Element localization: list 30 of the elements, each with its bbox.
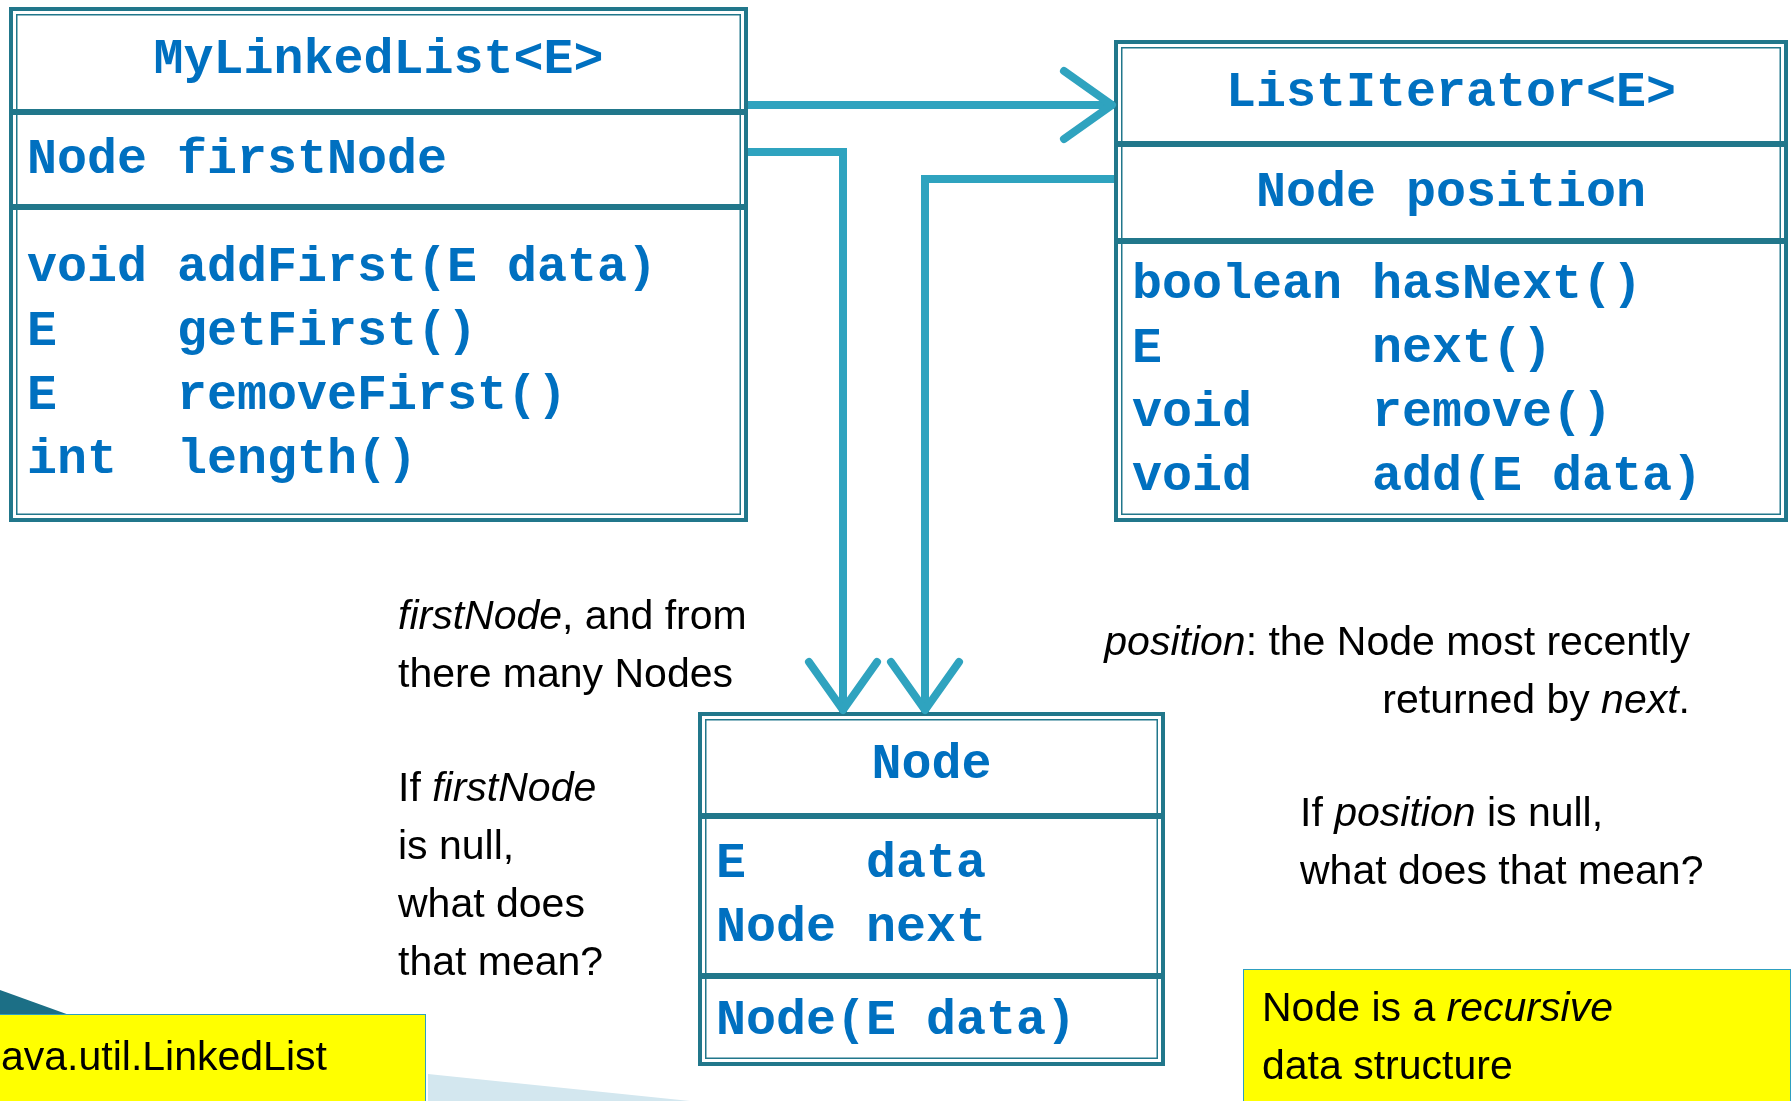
method-signature: Node(E data) <box>716 990 1077 1051</box>
annotation-text: firstNode, and from there many Nodes <box>398 591 747 698</box>
field-declaration: E data <box>716 834 987 894</box>
annotation-text: If firstNode is null, what does that mean? <box>398 763 604 986</box>
method-signature: E getFirst() <box>27 302 478 362</box>
note-box <box>0 1014 426 1101</box>
arrow <box>748 67 1116 143</box>
note-text: Node is a recursive data structure <box>1262 983 1613 1090</box>
field-declaration: Node position <box>1255 162 1647 223</box>
field-declaration: Node firstNode <box>27 129 448 190</box>
method-signature: void add(E data) <box>1132 447 1703 507</box>
class-name: MyLinkedList<E> <box>153 30 604 90</box>
note-box <box>1243 969 1791 1101</box>
arrow <box>748 148 881 714</box>
class-box <box>1114 40 1788 522</box>
note-text: ava.util.LinkedList <box>1 1032 327 1081</box>
class-name: ListIterator<E> <box>1225 62 1677 123</box>
method-signature: void addFirst(E data) <box>27 238 658 298</box>
method-signature: boolean hasNext() <box>1132 255 1643 315</box>
method-signature: E removeFirst() <box>27 366 568 426</box>
method-signature: void remove() <box>1132 383 1613 443</box>
class-name: Node <box>871 734 992 795</box>
annotation-text: If position is null, what does that mean? <box>1300 788 1704 895</box>
arrow <box>887 175 1114 714</box>
class-box <box>9 7 748 522</box>
field-declaration: Node next <box>716 898 987 958</box>
method-signature: int length() <box>27 430 418 490</box>
class-box <box>698 712 1165 1066</box>
method-signature: E next() <box>1132 319 1553 379</box>
annotation-text: position: the Node most recently returned by next. <box>1102 617 1690 724</box>
